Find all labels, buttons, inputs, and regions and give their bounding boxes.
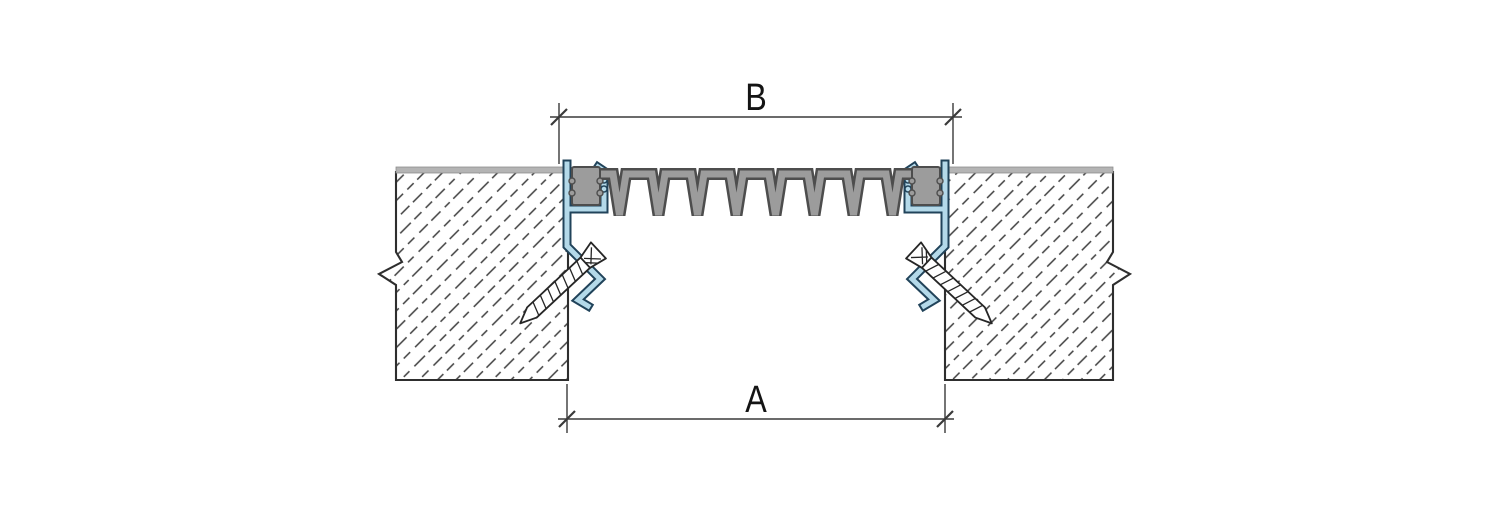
dimension-b: B <box>550 77 962 164</box>
concrete-slab-left <box>376 170 570 382</box>
dimension-a: A <box>558 379 954 433</box>
concrete-slab-right <box>943 170 1133 382</box>
floor-surface-strip-right <box>944 166 1114 174</box>
dimension-a-label: A <box>745 379 767 421</box>
side-profile-left <box>562 159 609 313</box>
membrane-end-block-right <box>908 166 944 206</box>
dimension-b-label: B <box>745 77 767 119</box>
anchor-screw-right <box>905 241 993 325</box>
dimension-tick <box>550 108 962 126</box>
floor-surface-strip-left <box>395 166 568 174</box>
membrane-end-block-left <box>568 166 604 206</box>
joint-membrane <box>586 168 926 216</box>
anchor-screw-left <box>519 241 607 325</box>
dimension-tick <box>558 410 954 428</box>
